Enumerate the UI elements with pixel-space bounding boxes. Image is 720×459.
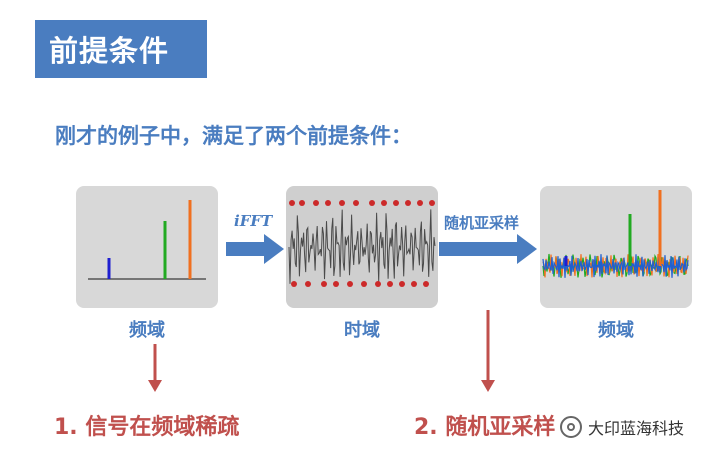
sampling-label: 随机亚采样	[444, 214, 520, 232]
sample-dot	[381, 200, 387, 206]
sampling-arrow-icon	[439, 234, 537, 264]
reconstructed-spectrum-panel	[540, 186, 692, 308]
condition-sparse: 1. 信号在频域稀疏	[54, 415, 240, 440]
down-arrow-icon	[148, 344, 162, 392]
noise-trace	[542, 254, 689, 278]
sample-dot	[429, 200, 435, 206]
sample-dot	[289, 200, 295, 206]
sample-dot	[305, 281, 311, 287]
sample-dot	[353, 200, 359, 206]
sample-dot	[375, 281, 381, 287]
sample-dot	[325, 200, 331, 206]
sample-dot	[387, 281, 393, 287]
sample-dot	[321, 281, 327, 287]
sample-dots	[289, 200, 435, 287]
right-panel-caption: 频域	[598, 320, 634, 341]
sample-dot	[405, 200, 411, 206]
time-domain-panel	[286, 186, 438, 308]
sample-dot	[423, 281, 429, 287]
sparse-spectrum-plot	[88, 200, 206, 280]
sample-dot	[333, 281, 339, 287]
sample-dot	[339, 200, 345, 206]
sample-dot	[313, 200, 319, 206]
frequency-spectrum-panel	[76, 186, 218, 308]
wechat-icon	[560, 416, 582, 438]
sample-dot	[361, 281, 367, 287]
left-panel-caption: 频域	[129, 320, 165, 341]
noisy-spectrum-plot	[542, 190, 689, 278]
subtitle: 刚才的例子中，满足了两个前提条件：	[55, 124, 412, 148]
sample-dot	[347, 281, 353, 287]
middle-panel-caption: 时域	[344, 320, 380, 341]
page-title: 前提条件	[35, 20, 207, 78]
sample-dot	[417, 200, 423, 206]
time-waveform	[288, 209, 436, 284]
condition-random-sampling: 2. 随机亚采样	[414, 415, 556, 440]
watermark: 大印蓝海科技	[560, 412, 684, 442]
sample-dot	[369, 200, 375, 206]
down-arrow-icon	[481, 310, 495, 392]
time-signal-plot	[288, 200, 436, 287]
watermark-text: 大印蓝海科技	[588, 419, 685, 438]
ifft-label: iFFT	[234, 212, 273, 230]
sample-dot	[411, 281, 417, 287]
sample-dot	[399, 281, 405, 287]
sample-dot	[299, 200, 305, 206]
ifft-arrow-icon	[226, 234, 284, 264]
sample-dot	[291, 281, 297, 287]
sample-dot	[393, 200, 399, 206]
